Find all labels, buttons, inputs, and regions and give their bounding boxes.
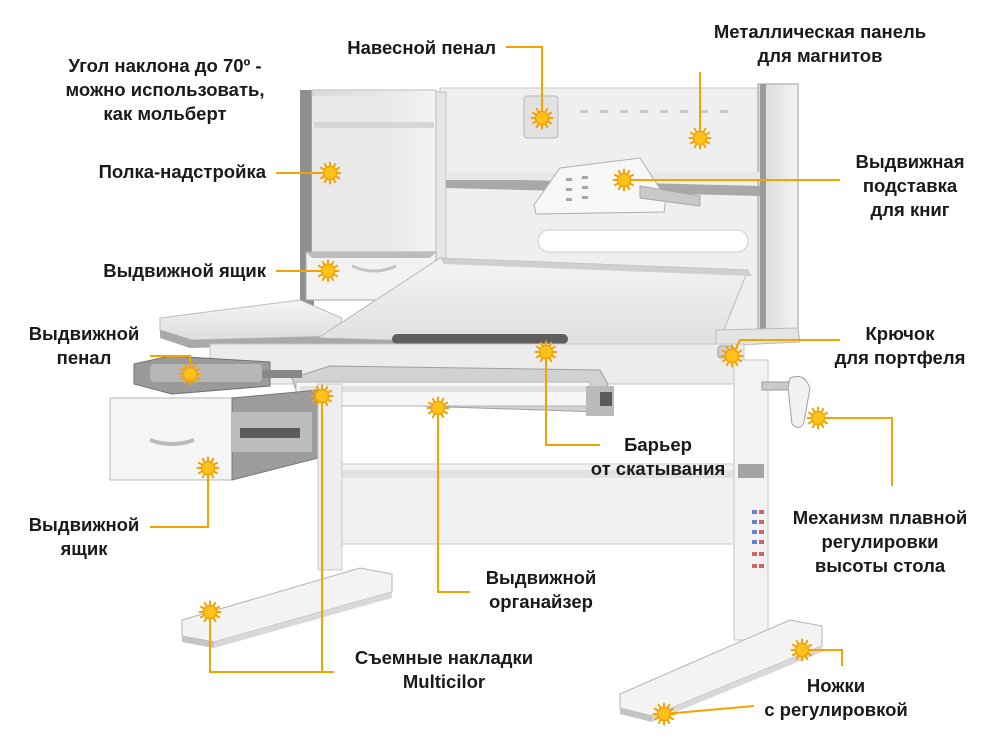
label-tilt-line-2: можно использовать, xyxy=(65,79,265,100)
marker-covers-right xyxy=(310,384,334,408)
label-height-mechanism: Механизм плавной регулировки высоты стол… xyxy=(792,507,968,576)
hutch-right-edge xyxy=(760,84,766,334)
leader-organizer xyxy=(437,408,470,593)
label-drawer-top: Выдвижной ящик xyxy=(103,260,266,281)
marker-legs xyxy=(790,638,814,662)
label-drawer-side: Выдвижной ящик xyxy=(28,514,140,559)
label-hook: Крючок для портфеля xyxy=(834,323,966,368)
marker-hanging-case xyxy=(530,106,554,130)
marker-book-stand xyxy=(612,168,636,192)
right-leg xyxy=(619,359,823,722)
marker-shelf xyxy=(318,161,342,185)
leader-barrier xyxy=(545,352,600,446)
marker-legs-bottom xyxy=(652,702,676,726)
label-legs: Ножки с регулировкой xyxy=(764,675,908,720)
label-organizer: Выдвижной органайзер xyxy=(485,567,597,612)
leader-drawer-side xyxy=(150,468,209,528)
label-pencil-case: Выдвижной пенал xyxy=(28,323,140,368)
marker-drawer-top xyxy=(316,259,340,283)
label-covers: Съемные накладки Multicilor xyxy=(354,647,534,692)
marker-height-mech xyxy=(806,406,830,430)
label-barrier: Барьер от скатывания xyxy=(590,434,726,479)
label-tilt-angle: Угол наклона до 70º - можно использовать… xyxy=(40,54,290,126)
marker-metal-panel xyxy=(688,126,712,150)
label-tilt-line-3: как мольберт xyxy=(103,103,227,124)
side-pencil-case xyxy=(133,355,302,395)
hutch-slot-lower xyxy=(537,229,749,253)
desktop-left xyxy=(159,299,343,341)
magnet-panel xyxy=(580,110,728,113)
label-book-stand: Выдвижная подставка для книг xyxy=(855,151,965,220)
marker-covers-left xyxy=(198,600,222,624)
anti-roll-barrier xyxy=(392,334,568,344)
label-metal-panel: Металлическая панель для магнитов xyxy=(713,21,927,66)
leader-covers-left xyxy=(209,612,330,673)
leader-height-mech xyxy=(818,417,893,486)
leader-hanging-case xyxy=(506,46,543,118)
leader-lines xyxy=(150,46,893,715)
label-hanging-case: Навесной пенал xyxy=(347,37,496,58)
label-tilt-line-1: Угол наклона до 70º - xyxy=(68,55,262,76)
desk xyxy=(109,83,823,722)
marker-barrier xyxy=(534,340,558,364)
leader-legs-bottom xyxy=(663,705,755,715)
desktop-right xyxy=(715,327,801,347)
height-crank xyxy=(761,375,811,428)
organizer-drawer xyxy=(291,365,614,416)
leader-legs xyxy=(802,649,843,666)
label-shelf: Полка-надстройка xyxy=(98,161,266,182)
feature-markers xyxy=(178,106,830,726)
marker-hook xyxy=(720,344,744,368)
marker-organizer xyxy=(426,396,450,420)
marker-pencil-case xyxy=(178,362,202,386)
hutch-left-divider xyxy=(435,91,447,273)
marker-drawer-side xyxy=(196,456,220,480)
